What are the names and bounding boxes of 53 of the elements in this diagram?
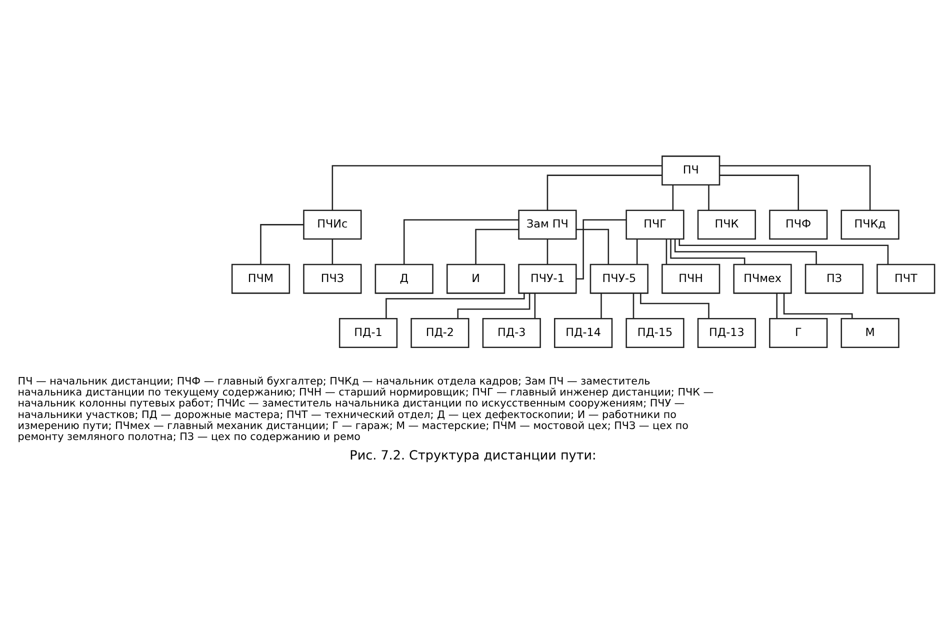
node-box: ПД-3	[482, 318, 541, 348]
node-box: ПД-1	[338, 318, 398, 348]
connector	[576, 228, 610, 264]
caption: Рис. 7.2. Структура дистанции пути:	[350, 448, 596, 463]
connector	[332, 164, 662, 210]
connector	[708, 184, 710, 210]
connector	[640, 292, 710, 318]
connector	[720, 174, 799, 210]
connector	[783, 292, 853, 318]
connector	[672, 184, 674, 210]
connector	[666, 238, 668, 264]
node-box: ПЧМ	[231, 263, 290, 294]
connector	[636, 238, 638, 264]
node-box: ПЧЗ	[303, 263, 362, 294]
node-box: ПД-15	[626, 318, 684, 348]
connector	[632, 292, 634, 318]
connector	[674, 238, 817, 264]
connector	[576, 218, 626, 279]
connector	[546, 238, 548, 264]
connector	[678, 238, 889, 264]
connector	[403, 218, 518, 264]
node-box: ПЧмех	[733, 263, 792, 294]
connector	[670, 238, 746, 264]
node-box: ПЧН	[662, 263, 720, 294]
node-box: ПД-13	[697, 318, 756, 348]
connector	[776, 292, 778, 318]
connector	[457, 292, 530, 318]
node-box: ПЧТ	[876, 263, 936, 294]
node-box: ПЧФ	[769, 209, 828, 240]
node-box: ПД-2	[410, 318, 470, 348]
connector	[546, 174, 662, 210]
label: ПЧ — начальник дистанции; ПЧФ — главный бухгалтер; ПЧКд — начальник отдела кадров; Зам ПЧ — заместитель начальника дистанции по текущему содержанию; ПЧН — старший нормировщик; ПЧГ — главный инженер дистанции; ПЧК — начальник колонны путевых работ; ПЧИс — заместитель начальника дистанции по искусственным сооружениям; ПЧУ — начальники участков; ПД — дорожные мастера; ПЧТ — технический отдел; Д — цех дефектоскопии; И — работники по измерению пути; ПЧмех — главный механик дистанции; Г — гараж; М — мастерские; ПЧМ — мостовой цех; ПЧЗ — цех по ремонту земляного полотна; ПЗ — цех по содержанию и ремо	[18, 374, 714, 443]
connector	[600, 292, 602, 318]
connector	[332, 238, 334, 264]
node-box: ПД-14	[554, 318, 613, 348]
node-box: И	[446, 263, 506, 294]
node-box: ПЧУ-5	[590, 263, 648, 294]
connector	[260, 224, 304, 264]
node-box: Г	[769, 318, 828, 348]
connector	[475, 228, 519, 264]
node-box: ПЧК	[697, 209, 756, 240]
node-box: Д	[374, 263, 434, 294]
node-box: ПЧУ-1	[518, 263, 577, 294]
connector	[386, 292, 525, 318]
node-box: ПЧГ	[626, 209, 684, 240]
node-box: М	[840, 318, 900, 348]
node-box: ПЧКд	[840, 209, 900, 240]
node-box: ПЧИс	[303, 209, 362, 240]
connector	[534, 292, 536, 318]
connector	[720, 164, 871, 210]
node-box: ПЧ	[662, 155, 720, 185]
node-box: ПЗ	[804, 263, 864, 294]
node-box: Зам ПЧ	[518, 209, 577, 240]
